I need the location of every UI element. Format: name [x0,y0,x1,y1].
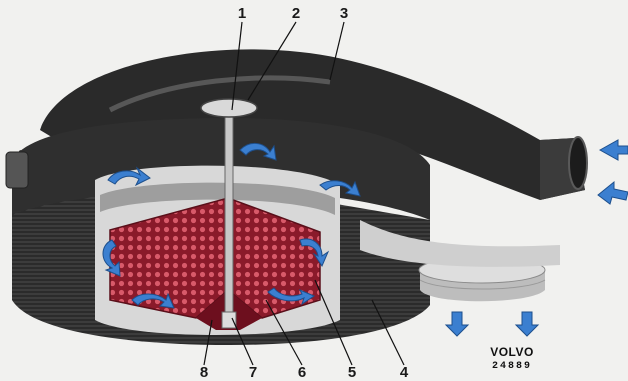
callout-8: 8 [200,365,208,380]
callout-2: 2 [292,6,300,21]
figure-code: 24889 [492,361,532,372]
callout-6: 6 [298,365,306,380]
center-bolt [225,110,233,325]
callout-5: 5 [348,365,356,380]
callout-4: 4 [400,365,408,380]
inlet-arrow-lower [598,182,628,204]
brand-label: VOLVO [490,345,534,359]
outlet-arrow-right [516,312,538,336]
callout-7: 7 [249,365,257,380]
wing-nut [201,99,257,117]
outlet-arrow-left [446,312,468,336]
callout-3: 3 [340,6,348,21]
callout-1: 1 [238,6,246,21]
inlet-arrow-upper [600,140,628,160]
